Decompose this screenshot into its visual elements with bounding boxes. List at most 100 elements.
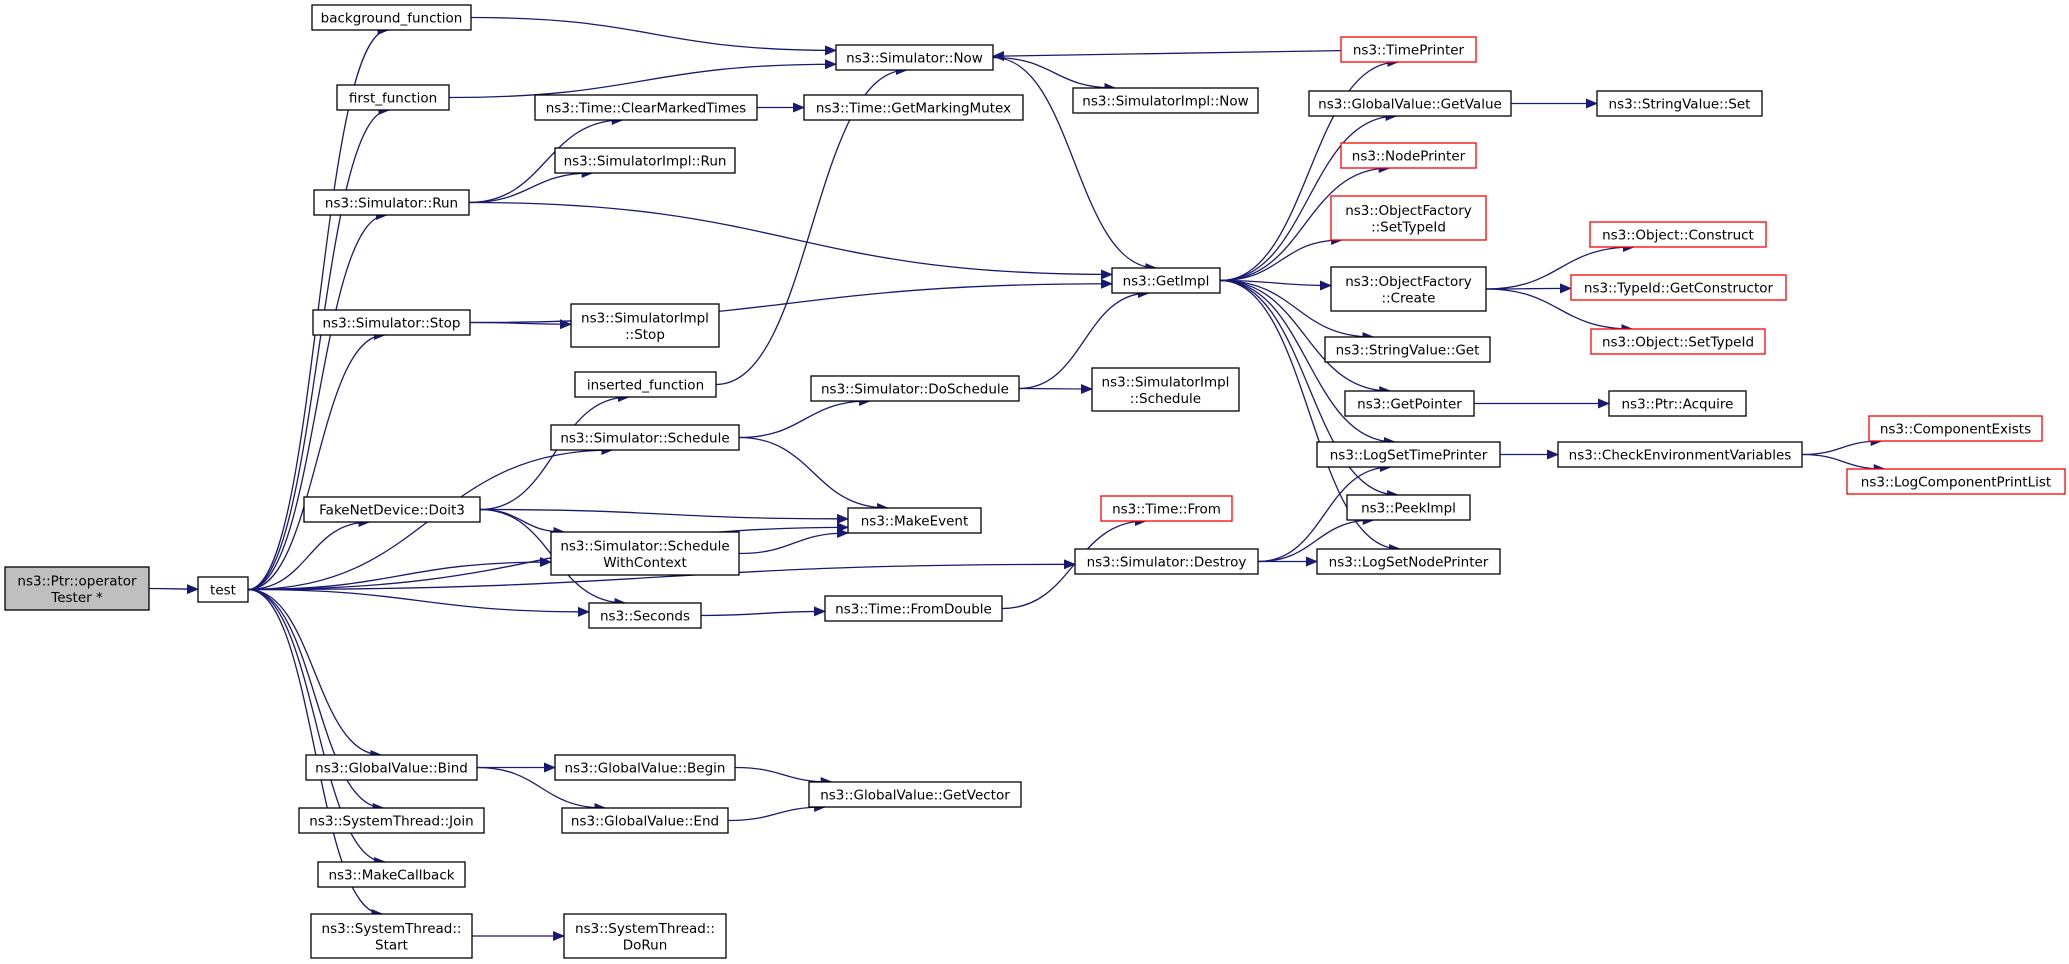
node-log-comp-print[interactable]: ns3::LogComponentPrintList — [1846, 468, 2066, 495]
node-label: ns3::Time::GetMarkingMutex — [816, 101, 1011, 117]
node-simimpl-now[interactable]: ns3::SimulatorImpl::Now — [1072, 87, 1259, 114]
node-box — [1608, 390, 1747, 417]
node-make-event[interactable]: ns3::MakeEvent — [847, 507, 982, 534]
node-box — [311, 4, 472, 31]
node-comp-exists[interactable]: ns3::ComponentExists — [1868, 415, 2043, 442]
node-peek-impl[interactable]: ns3::PeekImpl — [1346, 494, 1471, 521]
node-label: inserted_function — [587, 378, 704, 394]
node-label: ns3::LogSetNodePrinter — [1329, 555, 1489, 571]
node-label: Tester * — [50, 590, 103, 606]
edge-of-create-to-obj-construct — [1485, 242, 1635, 290]
node-box — [1308, 90, 1512, 117]
node-simimpl-run[interactable]: ns3::SimulatorImpl::Run — [554, 147, 736, 174]
node-sim-schedule[interactable]: ns3::Simulator::Schedule — [550, 424, 740, 451]
edge-test-to-gv-bind — [247, 588, 383, 760]
node-label: ns3::StringValue::Get — [1336, 343, 1480, 359]
edge-test-to-sim-stop — [247, 330, 386, 591]
edge-get-impl-to-of-create — [1219, 279, 1332, 291]
edge-gv-bind-to-gv-end — [476, 766, 607, 813]
node-seconds[interactable]: ns3::Seconds — [588, 602, 702, 629]
node-first-function[interactable]: first_function — [336, 84, 450, 111]
node-node-printer[interactable]: ns3::NodePrinter — [1340, 142, 1477, 169]
node-test[interactable]: test — [197, 576, 249, 603]
node-time-printer[interactable]: ns3::TimePrinter — [1340, 36, 1477, 63]
node-box — [1072, 87, 1259, 114]
node-label: ns3::CheckEnvironmentVariables — [1569, 448, 1792, 464]
node-log-settimeprinter[interactable]: ns3::LogSetTimePrinter — [1316, 441, 1501, 468]
node-label: test — [210, 583, 236, 599]
node-st-join[interactable]: ns3::SystemThread::Join — [298, 807, 485, 834]
node-check-env[interactable]: ns3::CheckEnvironmentVariables — [1557, 441, 1803, 468]
node-label: ns3::Simulator::Schedule — [560, 431, 729, 447]
node-sim-stop[interactable]: ns3::Simulator::Stop — [312, 309, 471, 336]
node-label: ns3::LogSetTimePrinter — [1330, 448, 1488, 464]
node-sim-now[interactable]: ns3::Simulator::Now — [835, 44, 994, 71]
node-sv-get[interactable]: ns3::StringValue::Get — [1324, 336, 1491, 363]
node-box — [1344, 390, 1475, 417]
node-time-from[interactable]: ns3::Time::From — [1100, 495, 1233, 522]
node-inserted-function[interactable]: inserted_function — [574, 371, 717, 398]
edge-test-to-seconds — [247, 588, 590, 617]
node-box — [1557, 441, 1803, 468]
edge-gv-end-to-gv-getvector — [727, 802, 827, 822]
node-box — [313, 189, 470, 216]
node-simimpl-schedule[interactable]: ns3::SimulatorImpl::Schedule — [1091, 367, 1240, 412]
node-gv-bind[interactable]: ns3::GlobalValue::Bind — [305, 754, 478, 781]
node-box — [847, 507, 982, 534]
node-st-start[interactable]: ns3::SystemThread::Start — [310, 913, 473, 959]
edge-sim-run-to-get-impl — [468, 201, 1113, 280]
edge-test-to-fakenet-doit3 — [247, 517, 371, 591]
node-get-pointer[interactable]: ns3::GetPointer — [1344, 390, 1475, 417]
node-box — [1111, 267, 1221, 294]
node-label: ns3::GlobalValue::GetVector — [820, 788, 1010, 804]
node-label: ns3::SimulatorImpl::Now — [1082, 94, 1248, 110]
node-make-callback[interactable]: ns3::MakeCallback — [317, 861, 466, 888]
node-st-dorun[interactable]: ns3::SystemThread::DoRun — [563, 913, 727, 959]
node-time-getmutex[interactable]: ns3::Time::GetMarkingMutex — [803, 94, 1024, 121]
node-sim-run[interactable]: ns3::Simulator::Run — [313, 189, 470, 216]
node-label: ns3::Object::SetTypeId — [1602, 335, 1754, 351]
node-gv-begin[interactable]: ns3::GlobalValue::Begin — [554, 754, 736, 781]
node-box — [1340, 142, 1477, 169]
node-label: ns3::TypeId::GetConstructor — [1584, 281, 1774, 297]
edge-of-create-to-obj-settypeid — [1485, 288, 1634, 334]
node-box — [1100, 495, 1233, 522]
edge-inserted-function-to-sim-now — [715, 65, 908, 386]
node-get-impl[interactable]: ns3::GetImpl — [1111, 267, 1221, 294]
node-sv-set[interactable]: ns3::StringValue::Set — [1596, 90, 1763, 117]
node-label: ns3::GlobalValue::Begin — [565, 761, 726, 777]
node-background-function[interactable]: background_function — [311, 4, 472, 31]
node-label: ns3::GlobalValue::Bind — [315, 761, 468, 777]
edge-sim-now-to-simimpl-now — [992, 56, 1117, 93]
edge-time-printer-to-sim-now — [992, 49, 1342, 62]
node-time-fromdouble[interactable]: ns3::Time::FromDouble — [824, 595, 1003, 622]
node-typeid-getctor[interactable]: ns3::TypeId::GetConstructor — [1570, 274, 1787, 301]
node-box — [303, 496, 481, 523]
node-obj-construct[interactable]: ns3::Object::Construct — [1589, 221, 1767, 248]
node-simimpl-stop[interactable]: ns3::SimulatorImpl::Stop — [570, 303, 720, 348]
node-of-create[interactable]: ns3::ObjectFactory::Create — [1330, 266, 1487, 312]
node-box — [550, 424, 740, 451]
edge-get-impl-to-log-settimeprinter — [1219, 279, 1396, 447]
node-log-setnodeprinter[interactable]: ns3::LogSetNodePrinter — [1316, 548, 1501, 575]
node-sim-destroy[interactable]: ns3::Simulator::Destroy — [1074, 548, 1259, 575]
node-box — [534, 94, 758, 121]
node-label: background_function — [321, 11, 463, 27]
node-gv-end[interactable]: ns3::GlobalValue::End — [561, 807, 729, 834]
node-time-clear[interactable]: ns3::Time::ClearMarkedTimes — [534, 94, 758, 121]
node-gv-getvalue[interactable]: ns3::GlobalValue::GetValue — [1308, 90, 1512, 117]
node-label: ns3::ComponentExists — [1880, 422, 2031, 438]
edge-test-to-make-callback — [247, 588, 387, 867]
node-box — [1330, 195, 1487, 241]
node-box — [305, 754, 478, 781]
node-sim-doschedule[interactable]: ns3::Simulator::DoSchedule — [810, 375, 1020, 402]
node-of-settypeid[interactable]: ns3::ObjectFactory::SetTypeId — [1330, 195, 1487, 241]
node-obj-settypeid[interactable]: ns3::Object::SetTypeId — [1590, 328, 1766, 355]
node-ptr-acquire[interactable]: ns3::Ptr::Acquire — [1608, 390, 1747, 417]
node-gv-getvector[interactable]: ns3::GlobalValue::GetVector — [808, 781, 1022, 808]
node-fakenet-doit3[interactable]: FakeNetDevice::Doit3 — [303, 496, 481, 523]
node-box — [1324, 336, 1491, 363]
